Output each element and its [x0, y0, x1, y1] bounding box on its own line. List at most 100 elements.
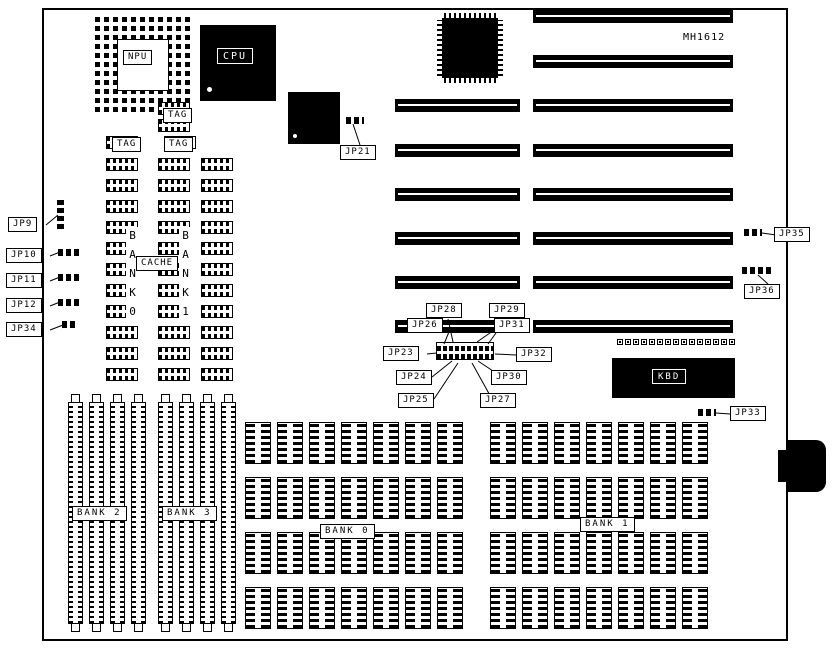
jp33-pins: [698, 409, 716, 416]
jp35-label: JP35: [774, 227, 810, 242]
dram-chip: [586, 422, 612, 464]
kbd-connector-pin: [705, 339, 711, 345]
board-outline: [42, 8, 788, 641]
qfp-chip: [437, 13, 503, 83]
chipset-chip: [288, 92, 340, 144]
cache-chip: [106, 179, 138, 192]
kbd-connector-pin: [641, 339, 647, 345]
dram-chip: [245, 422, 271, 464]
keyboard-din-connector: [778, 440, 826, 492]
dram-chip: [554, 477, 580, 519]
isa-slot: [533, 10, 733, 23]
cache-chip: [201, 221, 233, 234]
cache-chip: [201, 158, 233, 171]
simm-socket: [131, 394, 146, 632]
dram-chip: [522, 532, 548, 574]
dram-chip: [245, 532, 271, 574]
jp21-label: JP21: [340, 145, 376, 160]
dram-chip: [437, 587, 463, 629]
jp10-pins: [58, 249, 79, 256]
isa-slot: [395, 232, 520, 245]
kbd-connector-pin: [681, 339, 687, 345]
dram-chip: [405, 532, 431, 574]
dram-chip: [682, 422, 708, 464]
cache-chip: [201, 347, 233, 360]
npu-socket: NPU: [95, 17, 190, 112]
jumper-pin-header: [436, 342, 494, 360]
dram-chip: [522, 422, 548, 464]
isa-slot: [533, 320, 733, 333]
dram-chip: [522, 477, 548, 519]
dram-chip: [405, 422, 431, 464]
kbd-connector-pin: [625, 339, 631, 345]
dram-chip: [405, 587, 431, 629]
dram-chip: [309, 587, 335, 629]
board-model-text: MH1612: [683, 32, 726, 43]
jp11-label: JP11: [6, 273, 42, 288]
dram-chip: [554, 422, 580, 464]
kbd-connector-pin: [697, 339, 703, 345]
cache-chip: [158, 200, 190, 213]
jp32-label: JP32: [516, 347, 552, 362]
cache-chip: [106, 158, 138, 171]
jp9-label: JP9: [8, 217, 38, 232]
cache-chip: [106, 326, 138, 339]
tag-label-1: TAG: [163, 108, 193, 123]
jp26-label: JP26: [407, 318, 443, 333]
dram-chip: [341, 477, 367, 519]
dram-chip: [245, 477, 271, 519]
cpu-label: CPU: [217, 48, 254, 64]
dram-chip: [277, 422, 303, 464]
isa-slot: [533, 144, 733, 157]
cache-chip: [158, 179, 190, 192]
cpu-chip: CPU: [200, 25, 276, 101]
dram-chip: [373, 532, 399, 574]
dram-chip: [682, 532, 708, 574]
bank0-vertical-label: BANK0: [126, 227, 140, 326]
dram-chip: [437, 477, 463, 519]
cache-label: CACHE: [136, 256, 179, 271]
jp12-label: JP12: [6, 298, 42, 313]
isa-slot: [395, 144, 520, 157]
jp25-label: JP25: [398, 393, 434, 408]
dram-chip: [373, 477, 399, 519]
bank3-label: BANK 3: [162, 506, 217, 521]
isa-slot: [395, 99, 520, 112]
dram-chip: [618, 532, 644, 574]
dram-chip: [373, 422, 399, 464]
dram-chip: [277, 477, 303, 519]
kbd-connector-pin: [649, 339, 655, 345]
dram-chip: [405, 477, 431, 519]
dram-chip: [437, 532, 463, 574]
dram-chip: [586, 477, 612, 519]
jp24-label: JP24: [396, 370, 432, 385]
dram-chip: [245, 587, 271, 629]
dram-chip: [277, 532, 303, 574]
jp31-label: JP31: [494, 318, 530, 333]
cache-chip: [106, 200, 138, 213]
cache-chip: [201, 263, 233, 276]
jp21-pins: [346, 117, 364, 124]
dram-chip: [490, 422, 516, 464]
dram-chip: [490, 532, 516, 574]
qfp-pins: [437, 20, 442, 76]
tag-label-2: TAG: [112, 137, 142, 152]
cache-chip: [201, 305, 233, 318]
isa-slot: [533, 188, 733, 201]
dram-chip: [309, 422, 335, 464]
tag-label-3: TAG: [164, 137, 194, 152]
npu-socket-center: NPU: [117, 39, 169, 91]
cache-chip: [106, 368, 138, 381]
kbd-connector-pin: [617, 339, 623, 345]
dram-chip: [554, 587, 580, 629]
dram-chip: [341, 587, 367, 629]
kbd-connector-pin: [673, 339, 679, 345]
cache-chip: [201, 200, 233, 213]
kbd-connector-pin: [729, 339, 735, 345]
simm-socket: [221, 394, 236, 632]
dram-chip: [490, 587, 516, 629]
bank0-label: BANK 0: [320, 524, 375, 539]
cache-chip: [201, 179, 233, 192]
dram-chip: [341, 422, 367, 464]
dram-chip: [373, 587, 399, 629]
